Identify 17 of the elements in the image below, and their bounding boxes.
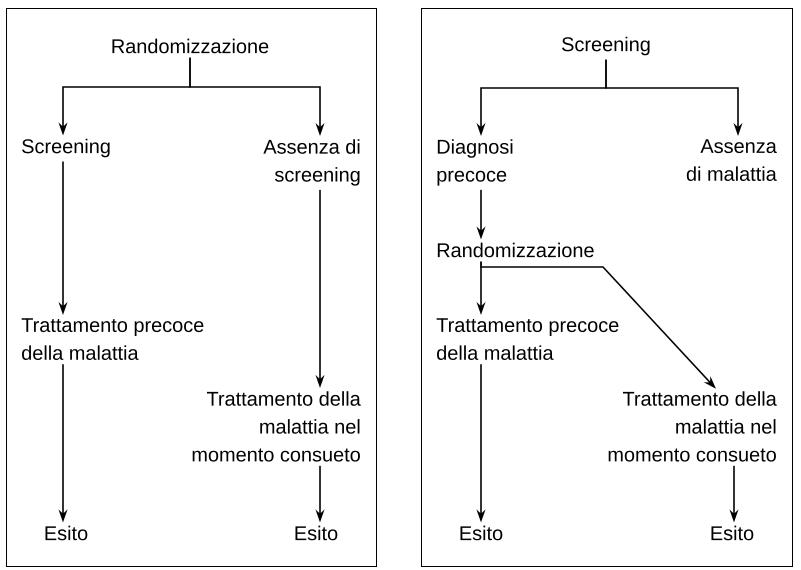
flow-label: Esito [296,526,338,540]
flow-label: Trattamento della malattia nel momento consueto [608,391,777,462]
panel-frame [421,8,793,567]
panel-frame [6,8,377,567]
flow-label: Assenza di malattia [686,139,777,181]
flow-label: Trattamento precoce della malattia [22,318,204,360]
flow-label: Randomizzazione [438,242,594,258]
flow-label: Screening [22,138,110,158]
flow-label: Esito [460,526,502,540]
flow-label: Randomizzazione [112,38,268,54]
flow-label: Assenza di screening [263,139,360,186]
flow-label: Trattamento della malattia nel momento consueto [192,391,361,462]
flow-label: Esito [712,526,754,540]
flow-label: Screening [562,36,650,56]
flow-label: Trattamento precoce della malattia [436,318,618,360]
flow-label: Esito [46,526,88,540]
flow-label: Diagnosi precoce [437,139,512,186]
